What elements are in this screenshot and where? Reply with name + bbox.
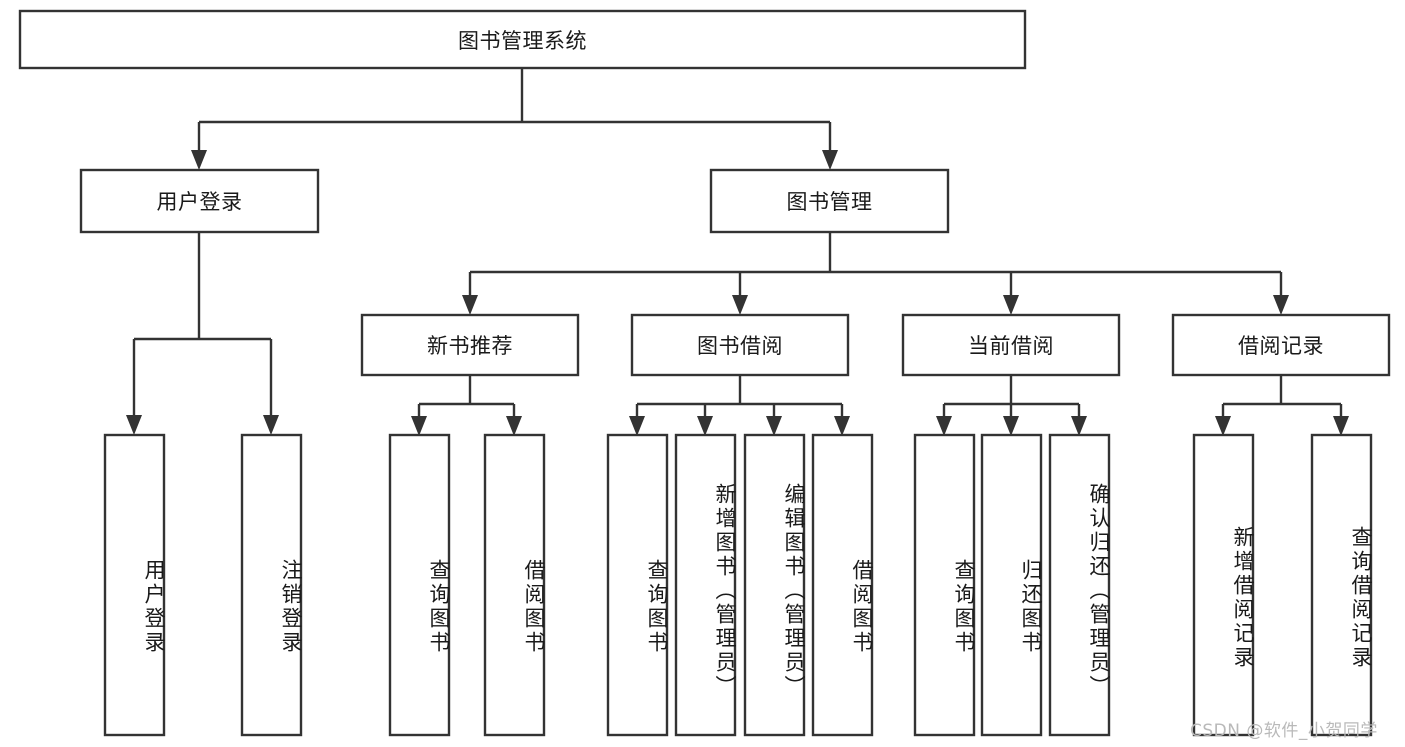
connector-group-book-borrow [629, 375, 850, 436]
node-box-new-book-recommend[interactable] [360, 313, 580, 377]
arrow-to-leaf [411, 416, 427, 436]
connector-group-borrow-record [1215, 375, 1349, 436]
node-box-root[interactable] [18, 9, 1027, 70]
arrow-to-user-login [191, 150, 207, 170]
node-box-leaf[interactable] [103, 433, 166, 737]
arrow-to-leaf [1215, 416, 1231, 436]
arrow-to-leaf [834, 416, 850, 436]
arrow-to-leaf [936, 416, 952, 436]
node-box-book-management[interactable] [709, 168, 950, 234]
arrow-to-leaf [126, 415, 142, 435]
node-box-leaf[interactable] [483, 433, 546, 737]
node-box-leaf[interactable] [1310, 433, 1373, 737]
arrow-to-leaf [697, 416, 713, 436]
connector-group-current-borrow [936, 375, 1087, 436]
node-box-leaf[interactable] [674, 433, 737, 737]
node-box-leaf[interactable] [980, 433, 1043, 737]
connector-group-new-book [411, 375, 522, 436]
arrow-to-borrow-record [1273, 295, 1289, 315]
node-box-leaf[interactable] [913, 433, 976, 737]
node-box-leaf[interactable] [606, 433, 669, 737]
arrow-to-book-borrow [732, 295, 748, 315]
csdn-watermark: CSDN @软件_小贺同学 [1190, 721, 1378, 741]
arrow-to-leaf [1071, 416, 1087, 436]
node-box-current-borrow[interactable] [901, 313, 1121, 377]
connector-group-book-mgmt [462, 232, 1289, 315]
connector-group-root [191, 68, 838, 170]
arrow-to-leaf [766, 416, 782, 436]
node-box-borrow-record[interactable] [1171, 313, 1391, 377]
node-box-leaf[interactable] [811, 433, 874, 737]
arrow-to-new-book [462, 295, 478, 315]
arrow-to-leaf [1003, 416, 1019, 436]
node-box-leaf[interactable] [1192, 433, 1255, 737]
connector-group-user-login [126, 232, 279, 435]
arrow-to-current-borrow [1003, 295, 1019, 315]
arrow-to-book-mgmt [822, 150, 838, 170]
arrow-to-leaf [629, 416, 645, 436]
node-box-leaf[interactable] [240, 433, 303, 737]
node-box-leaf[interactable] [388, 433, 451, 737]
arrow-to-leaf [1333, 416, 1349, 436]
arrow-to-leaf [263, 415, 279, 435]
node-box-leaf[interactable] [1048, 433, 1111, 737]
node-box-leaf[interactable] [743, 433, 806, 737]
node-box-book-borrow[interactable] [630, 313, 850, 377]
node-box-user-login[interactable] [79, 168, 320, 234]
arrow-to-leaf [506, 416, 522, 436]
